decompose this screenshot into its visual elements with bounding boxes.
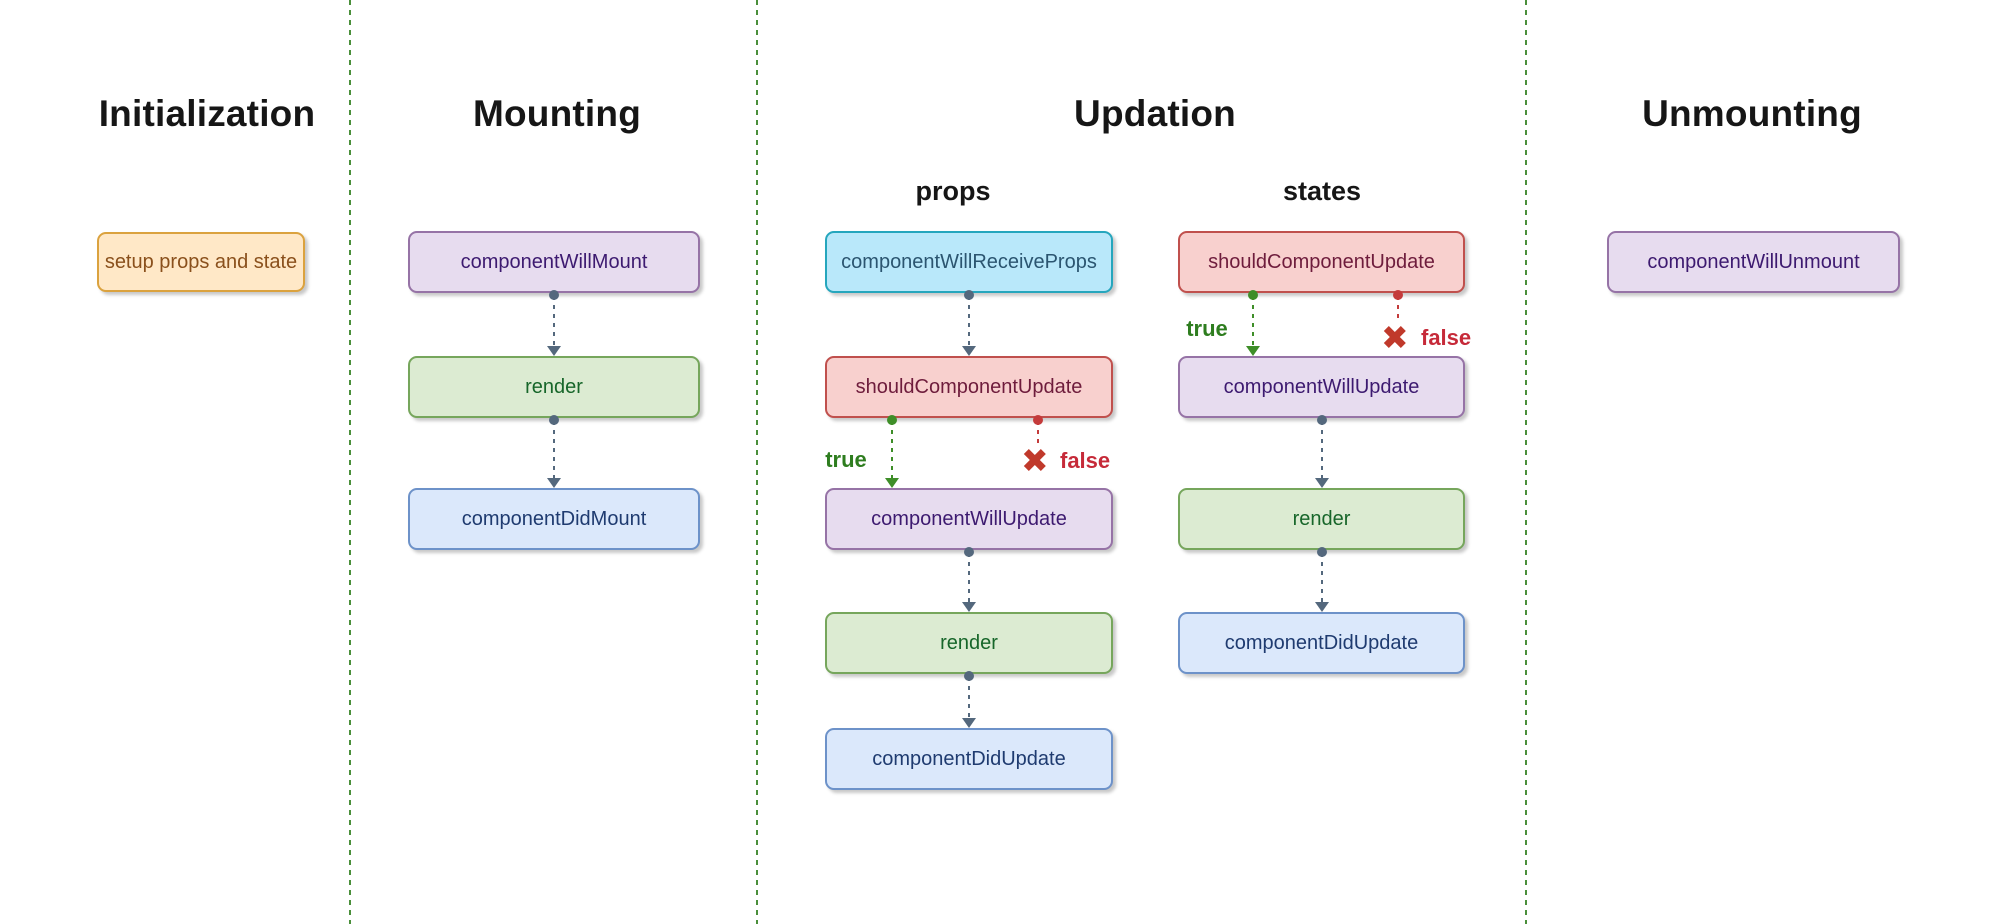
- branch-label-false-states: false: [1421, 325, 1472, 350]
- flow-arrow: [962, 547, 976, 612]
- flow-arrow: [962, 671, 976, 728]
- phase-title-updation: Updation: [1074, 93, 1236, 134]
- node-componentwillreceiveprops: componentWillReceiveProps: [825, 231, 1113, 293]
- node-componentwillmount: componentWillMount: [408, 231, 700, 293]
- arrow-dashed-line: [891, 421, 893, 479]
- flow-arrow: [1315, 547, 1329, 612]
- arrow-head-icon: [547, 346, 561, 356]
- x-mark-icon: ✖: [1381, 319, 1409, 356]
- arrow-dashed-line: [553, 296, 555, 347]
- arrow-start-dot-icon: [1033, 415, 1043, 425]
- arrow-head-icon: [1315, 478, 1329, 488]
- arrow-head-icon: [962, 718, 976, 728]
- arrow-start-dot-icon: [964, 547, 974, 557]
- arrow-dashed-line: [553, 421, 555, 479]
- arrow-start-dot-icon: [549, 415, 559, 425]
- arrow-start-dot-icon: [1248, 290, 1258, 300]
- branch-arrow-false-states: [1391, 290, 1405, 320]
- node-componentdidupdate-states: componentDidUpdate: [1178, 612, 1465, 674]
- flow-arrow: [547, 415, 561, 488]
- arrow-start-dot-icon: [887, 415, 897, 425]
- arrow-start-dot-icon: [1317, 547, 1327, 557]
- arrow-start-dot-icon: [964, 671, 974, 681]
- phase-divider: [349, 0, 351, 924]
- arrow-start-dot-icon: [964, 290, 974, 300]
- phase-title-initialization: Initialization: [98, 93, 316, 134]
- node-render-props: render: [825, 612, 1113, 674]
- branch-label-true-states: true: [1186, 316, 1228, 341]
- phase-divider: [756, 0, 758, 924]
- arrow-start-dot-icon: [1393, 290, 1403, 300]
- node-render-states: render: [1178, 488, 1465, 550]
- subcolumn-title-states: states: [1282, 176, 1362, 206]
- arrow-head-icon: [962, 602, 976, 612]
- arrow-start-dot-icon: [1317, 415, 1327, 425]
- node-setup-props-and-state: setup props and state: [97, 232, 305, 292]
- branch-arrow-false-props: [1031, 415, 1045, 445]
- branch-label-false-props: false: [1060, 448, 1111, 473]
- arrow-dashed-line: [1037, 421, 1039, 443]
- node-componentdidmount: componentDidMount: [408, 488, 700, 550]
- arrow-dashed-line: [968, 553, 970, 603]
- node-shouldcomponentupdate-states: shouldComponentUpdate: [1178, 231, 1465, 293]
- arrow-head-icon: [1246, 346, 1260, 356]
- flow-arrow: [1315, 415, 1329, 488]
- phase-divider: [1525, 0, 1527, 924]
- node-componentwillupdate-states: componentWillUpdate: [1178, 356, 1465, 418]
- arrow-dashed-line: [968, 677, 970, 719]
- node-componentwillunmount: componentWillUnmount: [1607, 231, 1900, 293]
- arrow-start-dot-icon: [549, 290, 559, 300]
- arrow-dashed-line: [1321, 421, 1323, 479]
- branch-arrow-true-states: [1246, 290, 1260, 356]
- flow-arrow: [547, 290, 561, 356]
- flow-arrow: [962, 290, 976, 356]
- phase-title-unmounting: Unmounting: [1642, 93, 1862, 134]
- x-mark-icon: ✖: [1021, 442, 1049, 479]
- node-componentwillupdate-props: componentWillUpdate: [825, 488, 1113, 550]
- arrow-dashed-line: [1321, 553, 1323, 603]
- arrow-dashed-line: [1252, 296, 1254, 347]
- node-render-mounting: render: [408, 356, 700, 418]
- branch-label-true-props: true: [825, 447, 867, 472]
- arrow-head-icon: [547, 478, 561, 488]
- arrow-head-icon: [1315, 602, 1329, 612]
- arrow-head-icon: [962, 346, 976, 356]
- arrow-dashed-line: [1397, 296, 1399, 318]
- arrow-head-icon: [885, 478, 899, 488]
- subcolumn-title-props: props: [915, 176, 991, 206]
- branch-arrow-true-props: [885, 415, 899, 488]
- node-shouldcomponentupdate-props: shouldComponentUpdate: [825, 356, 1113, 418]
- arrow-dashed-line: [968, 296, 970, 347]
- node-componentdidupdate-props: componentDidUpdate: [825, 728, 1113, 790]
- phase-title-mounting: Mounting: [472, 93, 642, 134]
